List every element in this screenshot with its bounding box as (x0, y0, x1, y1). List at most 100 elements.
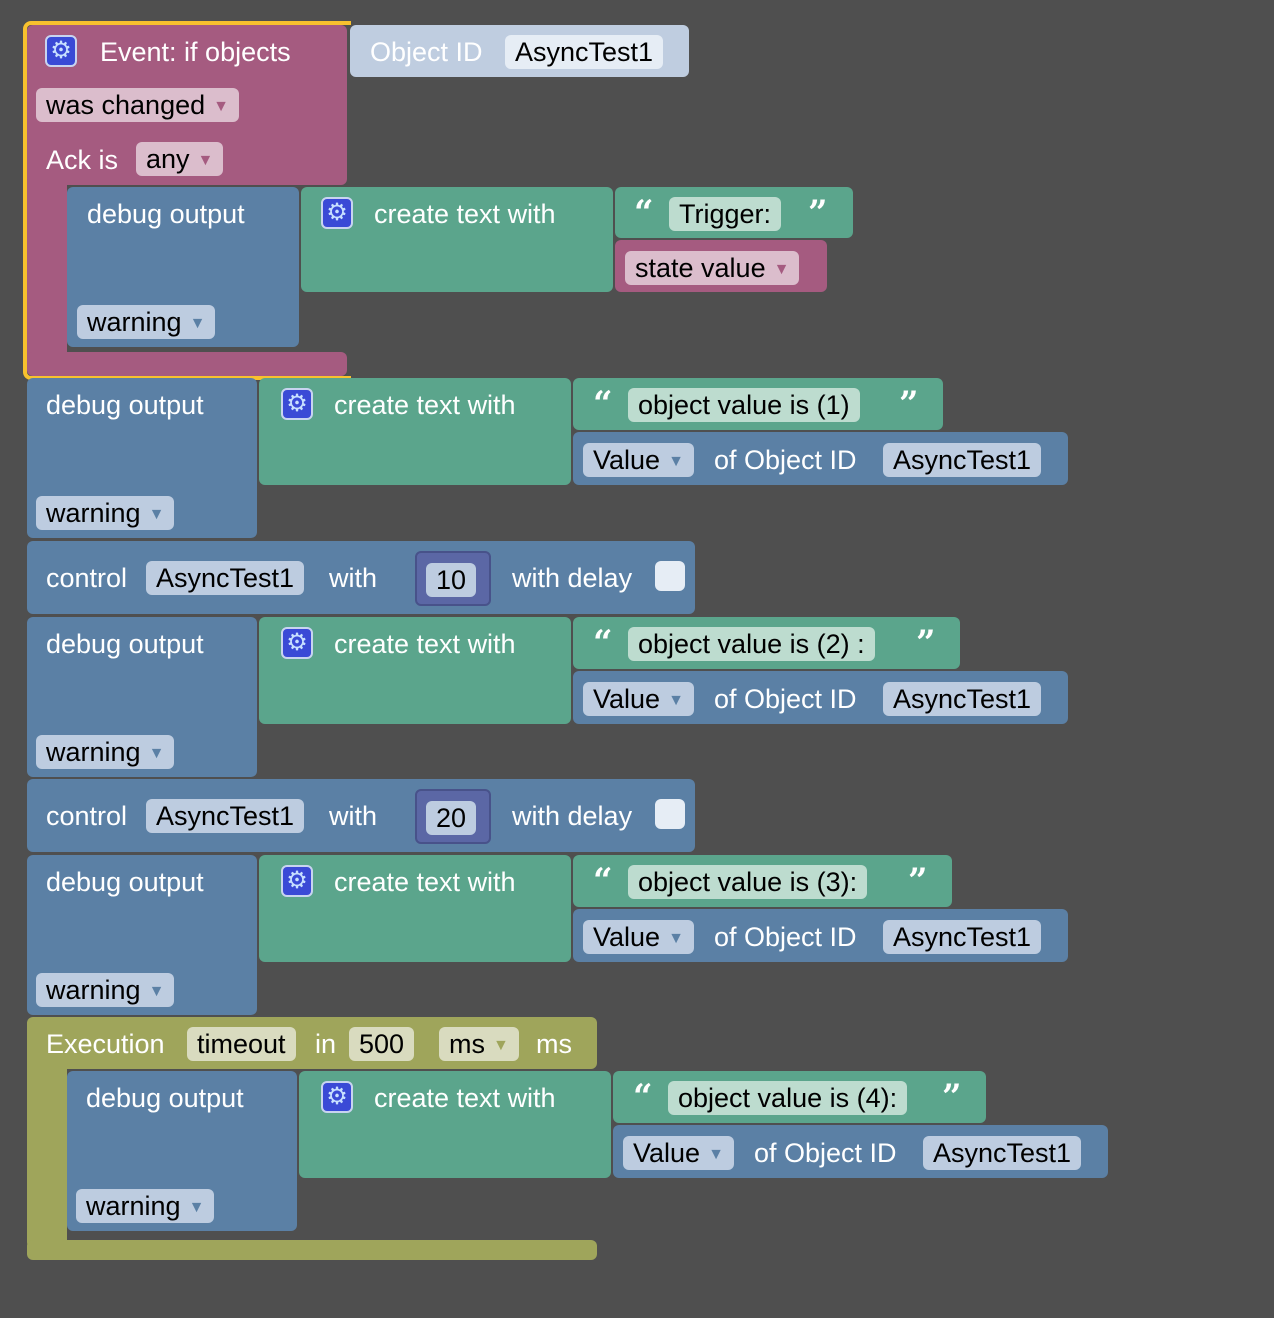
close-quote-icon: ” (899, 384, 919, 424)
gear-icon[interactable]: ⚙ (281, 388, 313, 420)
gear-icon[interactable]: ⚙ (281, 865, 313, 897)
with-delay-label: with delay (512, 801, 633, 831)
gear-icon[interactable]: ⚙ (281, 627, 313, 659)
value-label: Value (593, 922, 661, 952)
object-id-label: Object ID (370, 37, 483, 67)
chevron-down-icon: ▼ (668, 691, 684, 709)
close-quote-icon: ” (808, 193, 828, 233)
chevron-down-icon: ▼ (148, 744, 165, 762)
number-field[interactable]: 10 (426, 563, 477, 597)
control-label: control (46, 563, 128, 593)
create-text-block[interactable] (301, 187, 613, 292)
value-dropdown[interactable]: Value ▼ (583, 682, 694, 716)
ack-value: any (146, 144, 190, 174)
open-quote-icon: “ (593, 384, 613, 424)
open-quote-icon: “ (634, 193, 654, 233)
close-quote-icon: ” (942, 1077, 962, 1117)
chevron-down-icon: ▼ (773, 260, 790, 278)
of-object-id-label: of Object ID (714, 445, 857, 475)
with-label: with (329, 563, 378, 593)
debug-output-label: debug output (46, 867, 204, 897)
object-id-field[interactable]: AsyncTest1 (883, 920, 1042, 954)
event-title: Event: if objects (100, 37, 291, 67)
object-id-field[interactable]: AsyncTest1 (923, 1136, 1082, 1170)
chevron-down-icon: ▼ (213, 97, 229, 115)
value-dropdown[interactable]: Value ▼ (583, 920, 694, 954)
delay-checkbox[interactable] (655, 799, 685, 829)
value-label: Value (593, 684, 661, 714)
create-text-label: create text with (374, 1083, 556, 1113)
unit-dropdown[interactable]: ms ▼ (439, 1027, 519, 1061)
of-object-id-label: of Object ID (754, 1138, 897, 1168)
close-quote-icon: ” (908, 861, 928, 901)
in-label: in (315, 1029, 337, 1059)
open-quote-icon: “ (633, 1077, 653, 1117)
open-quote-icon: “ (593, 861, 613, 901)
timeout-value-field[interactable]: 500 (349, 1027, 415, 1061)
gear-icon[interactable]: ⚙ (321, 1081, 353, 1113)
chevron-down-icon: ▼ (668, 929, 684, 947)
of-object-id-label: of Object ID (714, 922, 857, 952)
text-field[interactable]: object value is (2) : (628, 627, 875, 661)
object-id-field[interactable]: AsyncTest1 (505, 35, 664, 69)
chevron-down-icon: ▼ (493, 1036, 509, 1054)
chevron-down-icon: ▼ (708, 1145, 724, 1163)
text-field[interactable]: object value is (3): (628, 865, 868, 899)
level-value: warning (86, 1191, 181, 1221)
create-text-label: create text with (334, 390, 516, 420)
debug-output-label: debug output (87, 199, 245, 229)
create-text-label: create text with (334, 629, 516, 659)
execution-label: Execution (46, 1029, 165, 1059)
with-delay-label: with delay (512, 563, 633, 593)
chevron-down-icon: ▼ (197, 151, 214, 169)
debug-output-label: debug output (46, 629, 204, 659)
ack-dropdown[interactable]: any ▼ (136, 142, 224, 176)
value-label: Value (593, 445, 661, 475)
unit-value: ms (449, 1029, 485, 1059)
number-field[interactable]: 20 (426, 801, 477, 835)
execution-type-field[interactable]: timeout (187, 1027, 296, 1061)
ack-label: Ack is (46, 145, 119, 175)
object-id-field[interactable]: AsyncTest1 (883, 443, 1042, 477)
level-value: warning (46, 737, 141, 767)
value-dropdown[interactable]: Value ▼ (583, 443, 694, 477)
of-object-id-label: of Object ID (714, 684, 857, 714)
control-block[interactable] (27, 541, 695, 614)
level-dropdown[interactable]: warning ▼ (77, 305, 216, 339)
chevron-down-icon: ▼ (148, 982, 165, 1000)
with-label: with (329, 801, 378, 831)
create-text-label: create text with (374, 199, 556, 229)
level-value: warning (46, 498, 141, 528)
create-text-label: create text with (334, 867, 516, 897)
state-dropdown[interactable]: state value ▼ (625, 251, 800, 285)
unit-suffix-label: ms (536, 1029, 572, 1059)
text-field[interactable]: Trigger: (669, 197, 782, 231)
gear-icon[interactable]: ⚙ (321, 197, 353, 229)
debug-output-label: debug output (46, 390, 204, 420)
control-object-field[interactable]: AsyncTest1 (146, 561, 305, 595)
control-label: control (46, 801, 128, 831)
mode-dropdown[interactable]: was changed ▼ (36, 88, 239, 122)
chevron-down-icon: ▼ (188, 1198, 205, 1216)
control-object-field[interactable]: AsyncTest1 (146, 799, 305, 833)
state-value: state value (635, 253, 766, 283)
level-dropdown[interactable]: warning ▼ (36, 973, 175, 1007)
chevron-down-icon: ▼ (189, 314, 206, 332)
level-value: warning (87, 307, 182, 337)
level-value: warning (46, 975, 141, 1005)
chevron-down-icon: ▼ (668, 452, 684, 470)
level-dropdown[interactable]: warning ▼ (76, 1189, 215, 1223)
delay-checkbox[interactable] (655, 561, 685, 591)
chevron-down-icon: ▼ (148, 505, 165, 523)
level-dropdown[interactable]: warning ▼ (36, 496, 175, 530)
gear-icon[interactable]: ⚙ (45, 35, 77, 67)
debug-output-label: debug output (86, 1083, 244, 1113)
control-block[interactable] (27, 779, 695, 852)
text-field[interactable]: object value is (1) (628, 388, 860, 422)
value-dropdown[interactable]: Value▼ (623, 1136, 734, 1170)
level-dropdown[interactable]: warning ▼ (36, 735, 175, 769)
open-quote-icon: “ (593, 623, 613, 663)
mode-value: was changed (46, 90, 206, 120)
object-id-field[interactable]: AsyncTest1 (883, 682, 1042, 716)
text-field[interactable]: object value is (4): (668, 1081, 908, 1115)
